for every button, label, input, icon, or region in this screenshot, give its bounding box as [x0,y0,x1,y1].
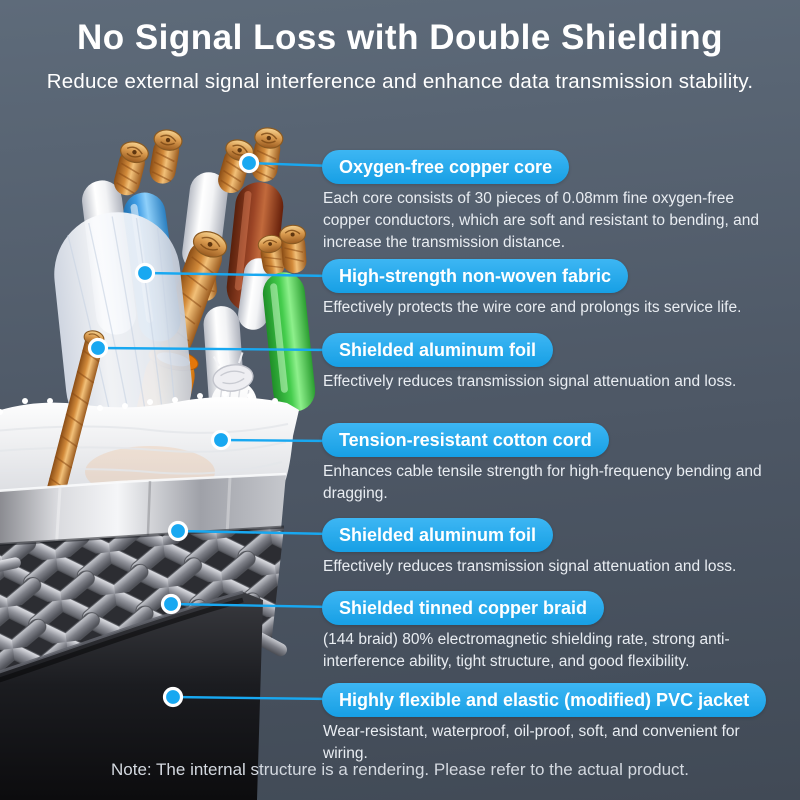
callout-pill: Shielded aluminum foil [322,518,553,552]
callout-pill: Highly flexible and elastic (modified) P… [322,683,766,717]
callout-description: Each core consists of 30 pieces of 0.08m… [323,190,759,251]
pvc-jacket [0,590,263,800]
core-pair-green [238,224,316,412]
callout-shielded-aluminum-foil-1: Shielded aluminum foil Effectively reduc… [322,333,792,393]
callout-description: Wear-resistant, waterproof, oil-proof, s… [323,723,740,762]
callout-description: Effectively protects the wire core and p… [323,299,742,316]
callout-tension-resistant-cotton-cord: Tension-resistant cotton cord Enhances c… [322,423,792,505]
callout-pill: High-strength non-woven fabric [322,259,628,293]
callout-description: Effectively reduces transmission signal … [323,373,737,390]
callout-pill: Shielded aluminum foil [322,333,553,367]
callout-shielded-tinned-copper-braid: Shielded tinned copper braid (144 braid)… [322,591,792,673]
callout-pvc-jacket: Highly flexible and elastic (modified) P… [322,683,792,765]
callout-pill: Shielded tinned copper braid [322,591,604,625]
cable-cutaway-illustration [0,127,316,800]
callout-shielded-aluminum-foil-2: Shielded aluminum foil Effectively reduc… [322,518,792,578]
page-title: No Signal Loss with Double Shielding [76,18,724,57]
page-subtitle: Reduce external signal interference and … [46,70,754,93]
callout-description: (144 braid) 80% electromagnetic shieldin… [323,631,730,670]
note-text: Note: The internal structure is a render… [111,760,689,779]
callout-description: Effectively reduces transmission signal … [323,558,737,575]
callout-oxygen-free-copper-core: Oxygen-free copper core Each core consis… [322,150,792,254]
callout-pill: Tension-resistant cotton cord [322,423,609,457]
header: No Signal Loss with Double Shielding Red… [0,0,800,94]
callout-non-woven-fabric: High-strength non-woven fabric Effective… [322,259,792,319]
callout-pill: Oxygen-free copper core [322,150,569,184]
callout-description: Enhances cable tensile strength for high… [323,463,762,502]
